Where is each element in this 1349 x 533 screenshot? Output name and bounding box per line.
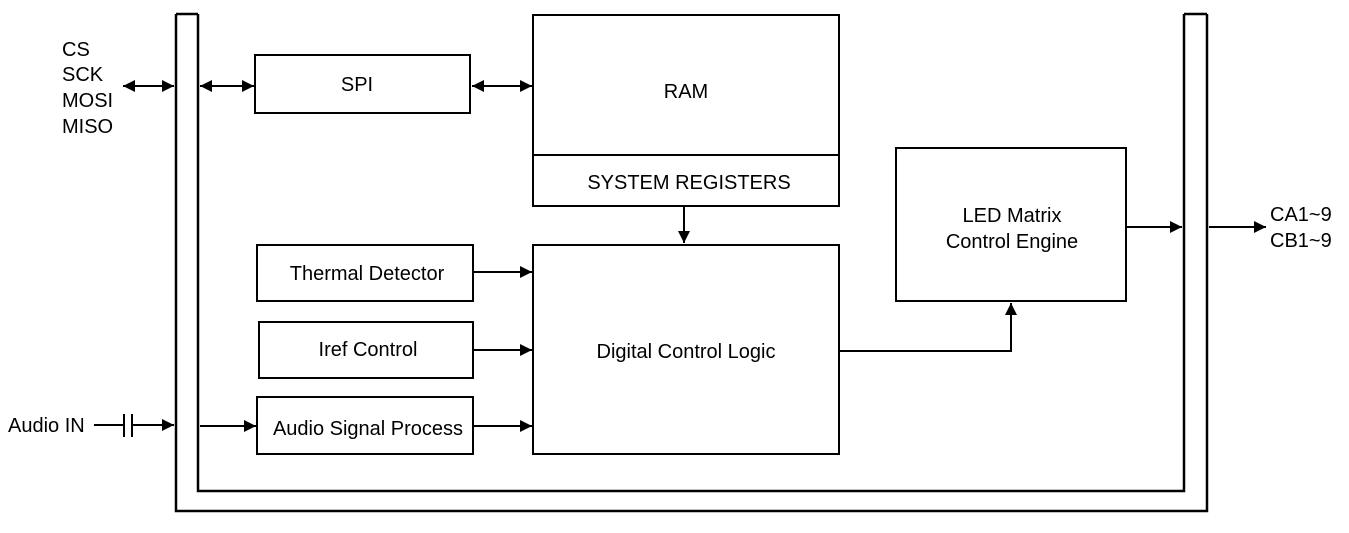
pin-miso-label: MISO: [62, 116, 113, 138]
audio-in-label: Audio IN: [8, 415, 85, 437]
spi-label: SPI: [341, 74, 373, 96]
logic-led-arrow: [839, 303, 1017, 352]
pin-cb-label: CB1~9: [1270, 230, 1332, 252]
ram-label: RAM: [664, 81, 708, 103]
pin-mosi-label: MOSI: [62, 90, 113, 112]
audio-signal-process-block: Audio Signal Process: [256, 396, 474, 455]
spi-block: SPI: [254, 54, 471, 114]
pin-cs-label: CS: [62, 39, 90, 61]
led-matrix-label-line2: Control Engine: [946, 231, 1078, 253]
system-registers-label: SYSTEM REGISTERS: [587, 172, 790, 194]
pin-sck-label: SCK: [62, 64, 104, 86]
pin-ca-label: CA1~9: [1270, 204, 1332, 226]
thermal-detector-block: Thermal Detector: [256, 244, 474, 302]
ram-block: RAM SYSTEM REGISTERS: [532, 14, 840, 207]
iref-control-block: Iref Control: [258, 321, 474, 379]
digital-control-logic-label: Digital Control Logic: [597, 341, 776, 363]
led-matrix-label-line1: LED Matrix: [963, 205, 1062, 227]
digital-control-logic-block: Digital Control Logic: [532, 244, 840, 455]
iref-control-label: Iref Control: [319, 339, 418, 361]
thermal-detector-label: Thermal Detector: [290, 263, 445, 285]
led-matrix-block: LED Matrix Control Engine: [895, 147, 1127, 302]
audio-signal-process-label: Audio Signal Process: [273, 418, 463, 440]
audio-in-capacitor: Audio IN: [8, 414, 174, 437]
internal-bus: [174, 12, 1209, 513]
